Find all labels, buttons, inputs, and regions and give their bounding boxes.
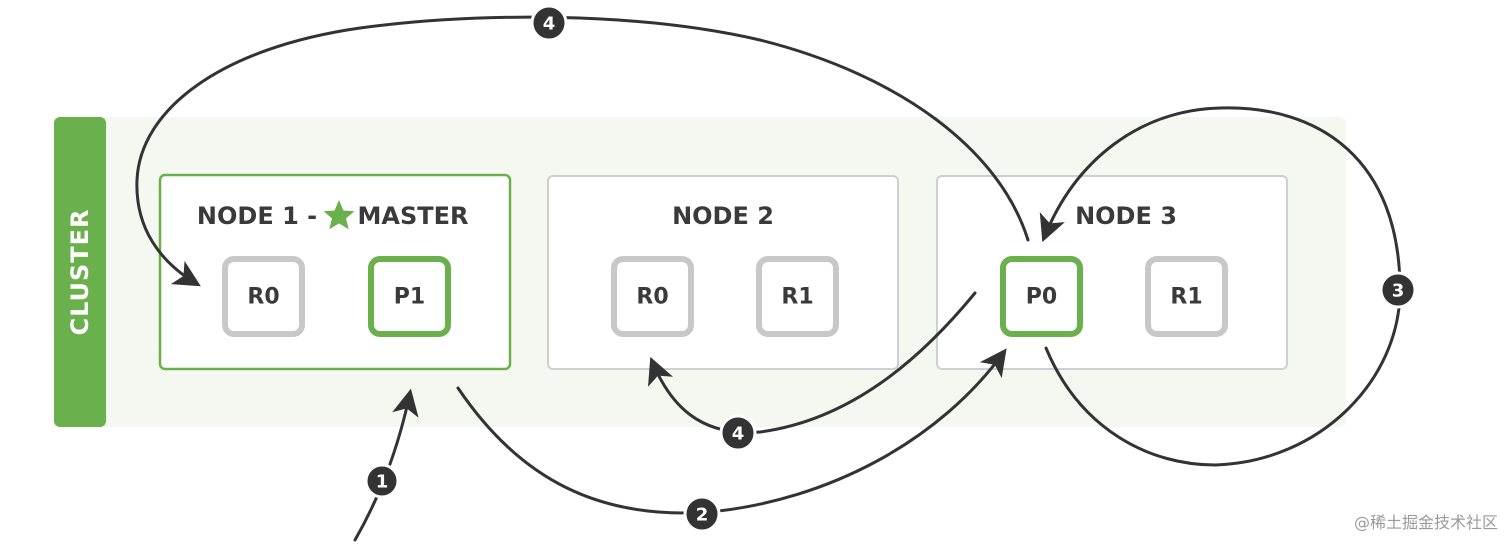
shard-label: R1 (1170, 285, 1202, 310)
arrow-step-4-top (135, 15, 1030, 287)
step-number: 2 (696, 505, 709, 526)
shard-replica-r1 (756, 256, 839, 337)
shard-label: R0 (636, 285, 668, 310)
step-badge-1: 1 (364, 463, 400, 499)
step-badge-4-bottom: 4 (719, 414, 757, 452)
shard-label: R1 (781, 285, 813, 310)
step-badge-3: 3 (1379, 271, 1417, 309)
cluster-sidebar (54, 117, 106, 427)
step-badge-2: 2 (683, 495, 721, 533)
step-number: 1 (376, 472, 389, 493)
shard-replica-r0 (222, 256, 305, 337)
shard-label: P0 (1026, 285, 1057, 310)
node-2: NODE 2 R0 R1 (547, 175, 899, 370)
shard-primary-p1 (368, 256, 451, 337)
step-number: 4 (543, 14, 556, 35)
shard-label: P1 (394, 285, 425, 310)
shard-replica-r0 (611, 256, 694, 337)
node-1: NODE 1 - MASTER R0 P1 (158, 173, 512, 371)
master-label: MASTER (358, 202, 469, 230)
node-3: NODE 3 P0 R1 (936, 175, 1288, 370)
step-number: 3 (1392, 281, 1405, 302)
step-badge-4-top: 4 (530, 4, 568, 42)
shard-replica-r1 (1145, 256, 1228, 337)
step-number: 4 (732, 424, 745, 445)
cluster-label: CLUSTER (66, 208, 94, 335)
star-icon (323, 200, 355, 230)
node-1-title: NODE 1 - (197, 202, 317, 230)
watermark: @稀土掘金技术社区 (1353, 513, 1498, 532)
shard-label: R0 (247, 285, 279, 310)
node-2-title: NODE 2 (672, 202, 774, 230)
shard-primary-p0 (1000, 256, 1083, 337)
node-3-title: NODE 3 (1075, 202, 1177, 230)
arrow-step-4-bottom (648, 291, 977, 435)
